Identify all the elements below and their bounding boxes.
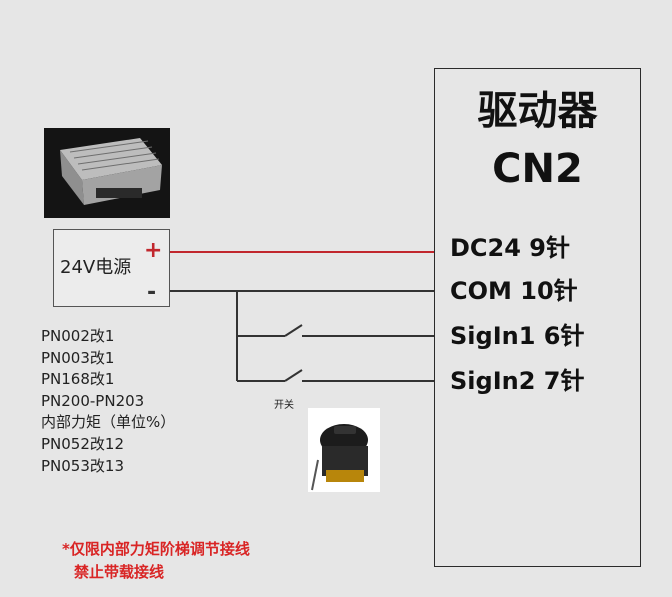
power-supply-photo bbox=[44, 128, 170, 218]
parameter-item: PN053改13 bbox=[41, 456, 124, 475]
switch-label: 开关 bbox=[274, 400, 294, 411]
power-supply-box bbox=[53, 229, 170, 307]
parameter-item: PN002改1 bbox=[41, 327, 115, 345]
pin-sigin1: SigIn1 6针 bbox=[450, 322, 585, 350]
pin-com: COM 10针 bbox=[450, 277, 578, 305]
driver-model: CN2 bbox=[492, 146, 583, 192]
warning-line-2: 禁止带载接线 bbox=[74, 563, 165, 581]
pin-sigin2: SigIn2 7针 bbox=[450, 367, 585, 395]
switch-2-blade bbox=[284, 369, 303, 382]
driver-title: 驱动器 bbox=[477, 88, 598, 134]
parameter-item: PN168改1 bbox=[41, 370, 115, 389]
pin-dc24: DC24 9针 bbox=[450, 234, 570, 262]
power-supply-label: 24V电源 bbox=[60, 257, 132, 278]
parameter-item: 内部力矩（单位%） bbox=[41, 413, 176, 432]
warning-line-1: *仅限内部力矩阶梯调节接线 bbox=[62, 540, 250, 558]
parameter-item: PN052改12 bbox=[41, 434, 124, 453]
rotary-switch-photo bbox=[308, 408, 380, 492]
parameter-list: PN002改1 PN003改1 PN168改1 PN200-PN203 内部力矩… bbox=[41, 326, 175, 477]
parameter-item: PN003改1 bbox=[41, 348, 115, 367]
switch-1-blade bbox=[284, 324, 303, 337]
negative-terminal: - bbox=[147, 280, 157, 305]
driver-box bbox=[434, 68, 641, 567]
positive-terminal: + bbox=[144, 238, 163, 263]
parameter-item: PN200-PN203 bbox=[41, 391, 145, 410]
